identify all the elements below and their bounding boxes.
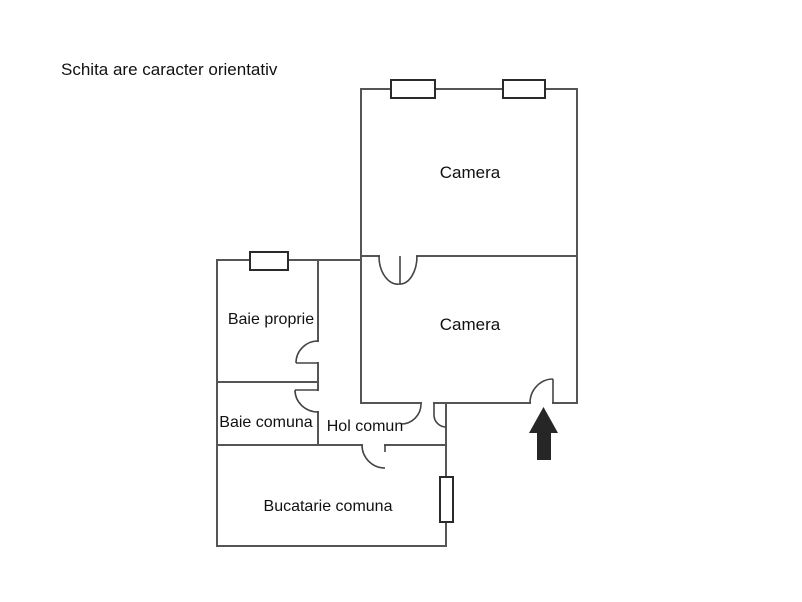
door-baie-comuna-arc — [294, 389, 319, 413]
room-label-hol-comun: Hol comun — [327, 418, 403, 435]
door-camera-divider-arc-left — [378, 255, 401, 285]
labels: Schita are caracter orientativ Camera Ca… — [61, 60, 501, 515]
entrance-arrow-icon — [529, 407, 558, 460]
window-icon-baie-proprie — [249, 251, 289, 271]
room-label-baie-proprie: Baie proprie — [228, 311, 314, 328]
room-label-bucatarie: Bucatarie comuna — [264, 498, 393, 515]
door-camera-hol-arc — [400, 403, 422, 425]
room-label-camera-bottom: Camera — [440, 315, 501, 334]
door-camera-divider-arc-right — [399, 255, 418, 285]
orientation-note: Schita are caracter orientativ — [61, 60, 278, 79]
window-icon-camera-right — [502, 79, 546, 99]
wall-camera-top-right — [360, 88, 578, 404]
window-icon-bucatarie — [439, 476, 454, 523]
windows — [249, 79, 546, 523]
door-baie-proprie-arc — [295, 340, 319, 364]
room-label-camera-top: Camera — [440, 163, 501, 182]
room-label-baie-comuna: Baie comuna — [219, 414, 312, 431]
door-bucatarie-arc — [361, 444, 386, 469]
doors — [294, 255, 554, 469]
door-entrance-arc — [529, 378, 554, 404]
window-icon-camera-left — [390, 79, 436, 99]
door-hol-arc-small — [433, 414, 447, 428]
